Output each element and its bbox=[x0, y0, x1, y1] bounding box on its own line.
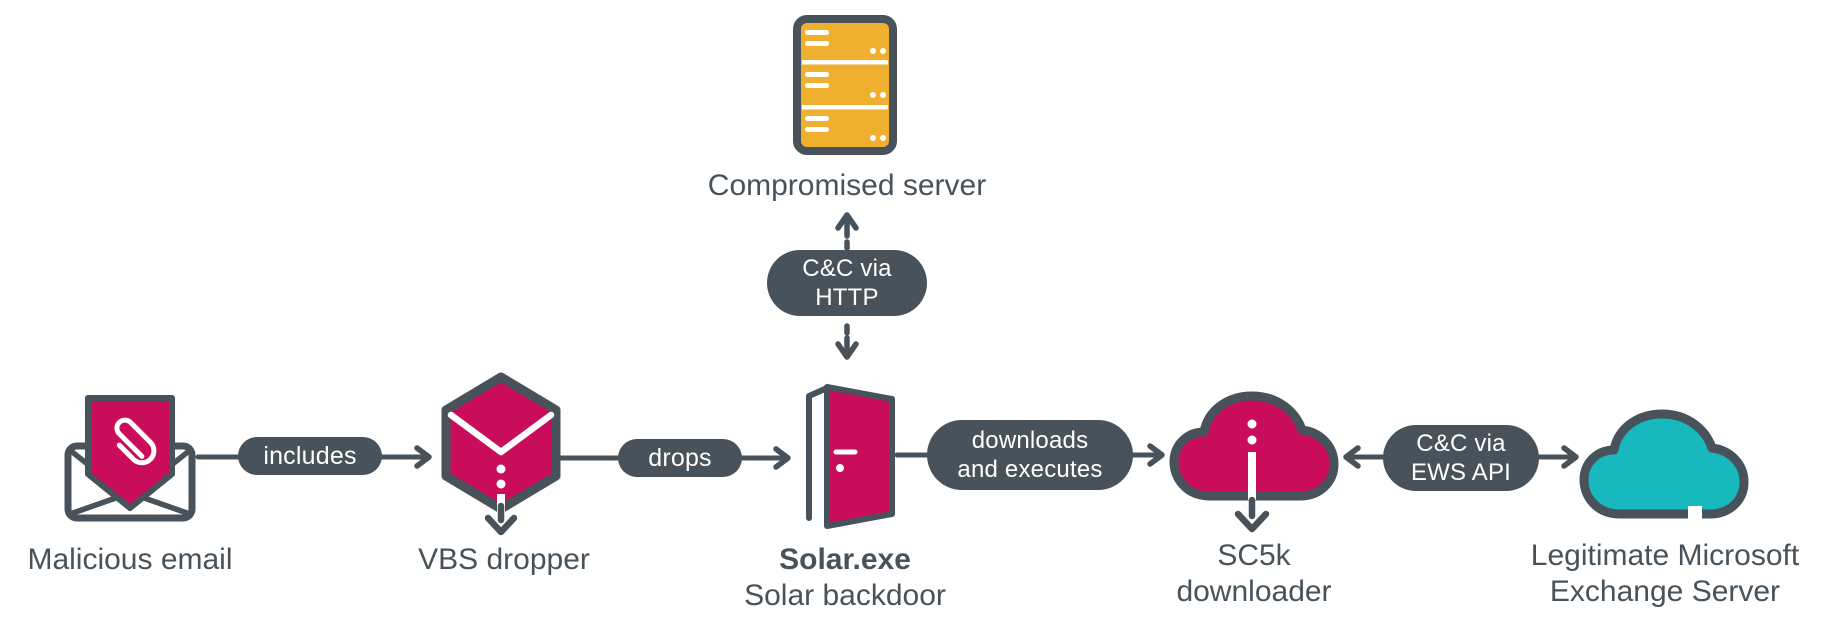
paperclip-icon bbox=[114, 417, 157, 466]
solar-backdoor-label: Solar backdoor bbox=[744, 579, 946, 612]
cloud-download-icon bbox=[1169, 391, 1339, 501]
email-attachment-icon bbox=[64, 395, 196, 522]
cc-http-badge: C&C via HTTP bbox=[767, 250, 927, 316]
compromised-server-label: Compromised server bbox=[707, 169, 987, 202]
cc-ews-badge: C&C via EWS API bbox=[1383, 425, 1539, 491]
includes-badge: includes bbox=[238, 437, 382, 475]
exchange-line1: Legitimate Microsoft bbox=[1530, 539, 1800, 572]
downloads-line2: and executes bbox=[957, 456, 1103, 483]
cc-http-line2: HTTP bbox=[815, 284, 879, 311]
exchange-label: Legitimate Microsoft Exchange Server bbox=[1485, 538, 1842, 610]
exchange-line2: Exchange Server bbox=[1549, 575, 1781, 608]
solar-exe-label: Solar.exe bbox=[779, 543, 911, 576]
server-icon bbox=[793, 15, 897, 155]
sc5k-download-arrow bbox=[1234, 496, 1270, 533]
cc-http-line1: C&C via bbox=[802, 254, 892, 282]
drops-label: drops bbox=[648, 443, 712, 472]
malicious-email-label: Malicious email bbox=[27, 543, 233, 576]
cube-dropper-icon bbox=[441, 372, 561, 516]
downloads-executes-badge: downloads and executes bbox=[927, 420, 1133, 490]
sc5k-line1: SC5k bbox=[1217, 539, 1291, 572]
door-handle bbox=[833, 449, 858, 472]
open-door-icon bbox=[806, 384, 895, 529]
drops-badge: drops bbox=[618, 439, 742, 477]
sc5k-label: SC5k downloader bbox=[1104, 538, 1404, 610]
cc-ews-line1: C&C via bbox=[1416, 429, 1506, 457]
downloads-line1: downloads bbox=[971, 426, 1089, 454]
vbs-dropper-label: VBS dropper bbox=[418, 543, 590, 576]
cc-ews-line2: EWS API bbox=[1410, 459, 1512, 486]
sc5k-line2: downloader bbox=[1176, 575, 1332, 608]
includes-label: includes bbox=[263, 441, 357, 470]
cloud-icon bbox=[1579, 409, 1749, 520]
